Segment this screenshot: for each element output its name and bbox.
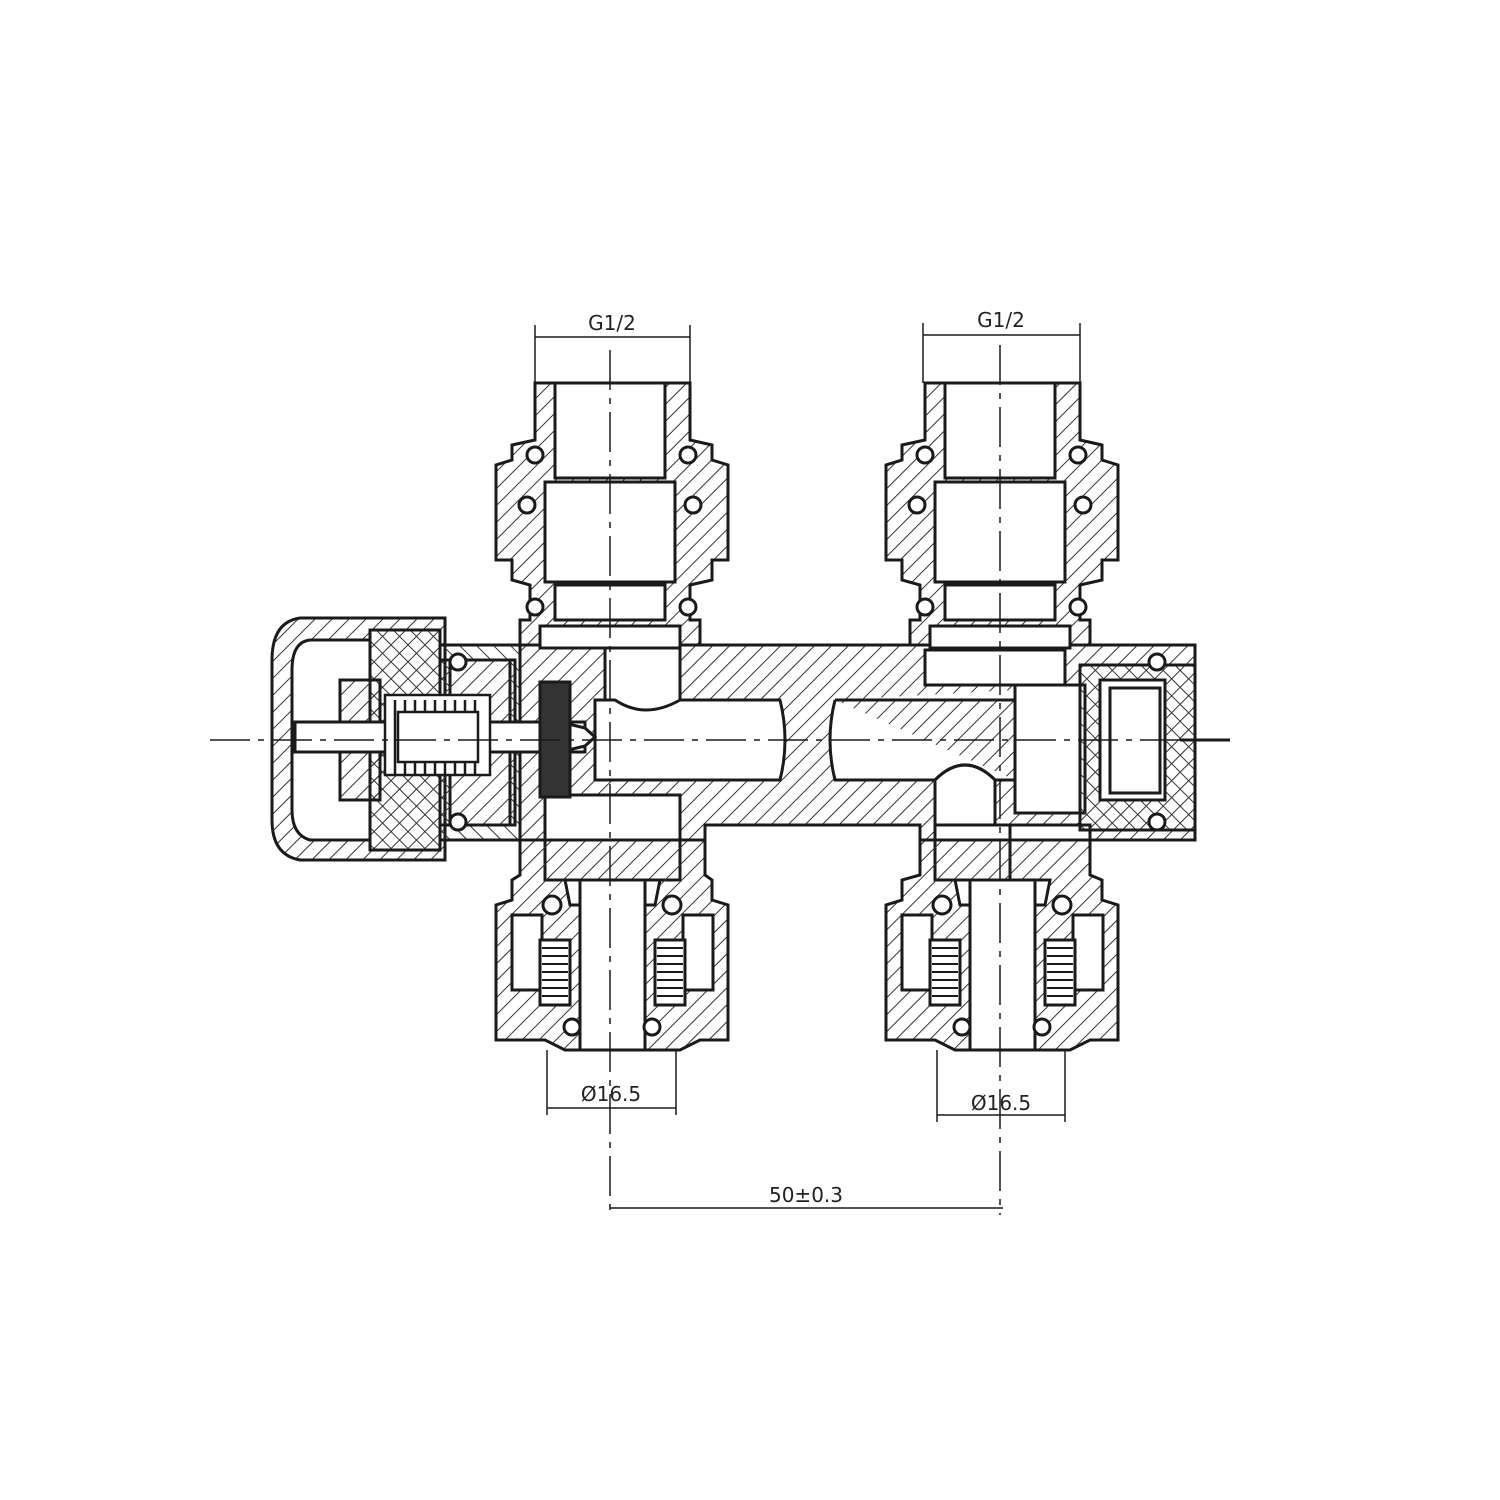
top-right-outlet: [884, 381, 1120, 650]
end-plug-right: [1078, 652, 1230, 832]
dim-left-inlet-diameter: Ø16.5: [581, 1082, 641, 1106]
dim-right-inlet-diameter: Ø16.5: [971, 1091, 1031, 1115]
bottom-right-inlet: [884, 838, 1120, 1052]
dimension-lines: [534, 323, 1081, 1209]
top-left-outlet: [494, 381, 730, 650]
dim-left-outlet-thread: G1/2: [588, 311, 636, 335]
dim-right-outlet-thread: G1/2: [977, 308, 1025, 332]
center-lines: [210, 345, 1230, 1215]
dim-center-distance: 50±0.3: [769, 1183, 843, 1207]
spindle-spring: [383, 693, 492, 777]
bottom-left-inlet: [494, 838, 730, 1052]
